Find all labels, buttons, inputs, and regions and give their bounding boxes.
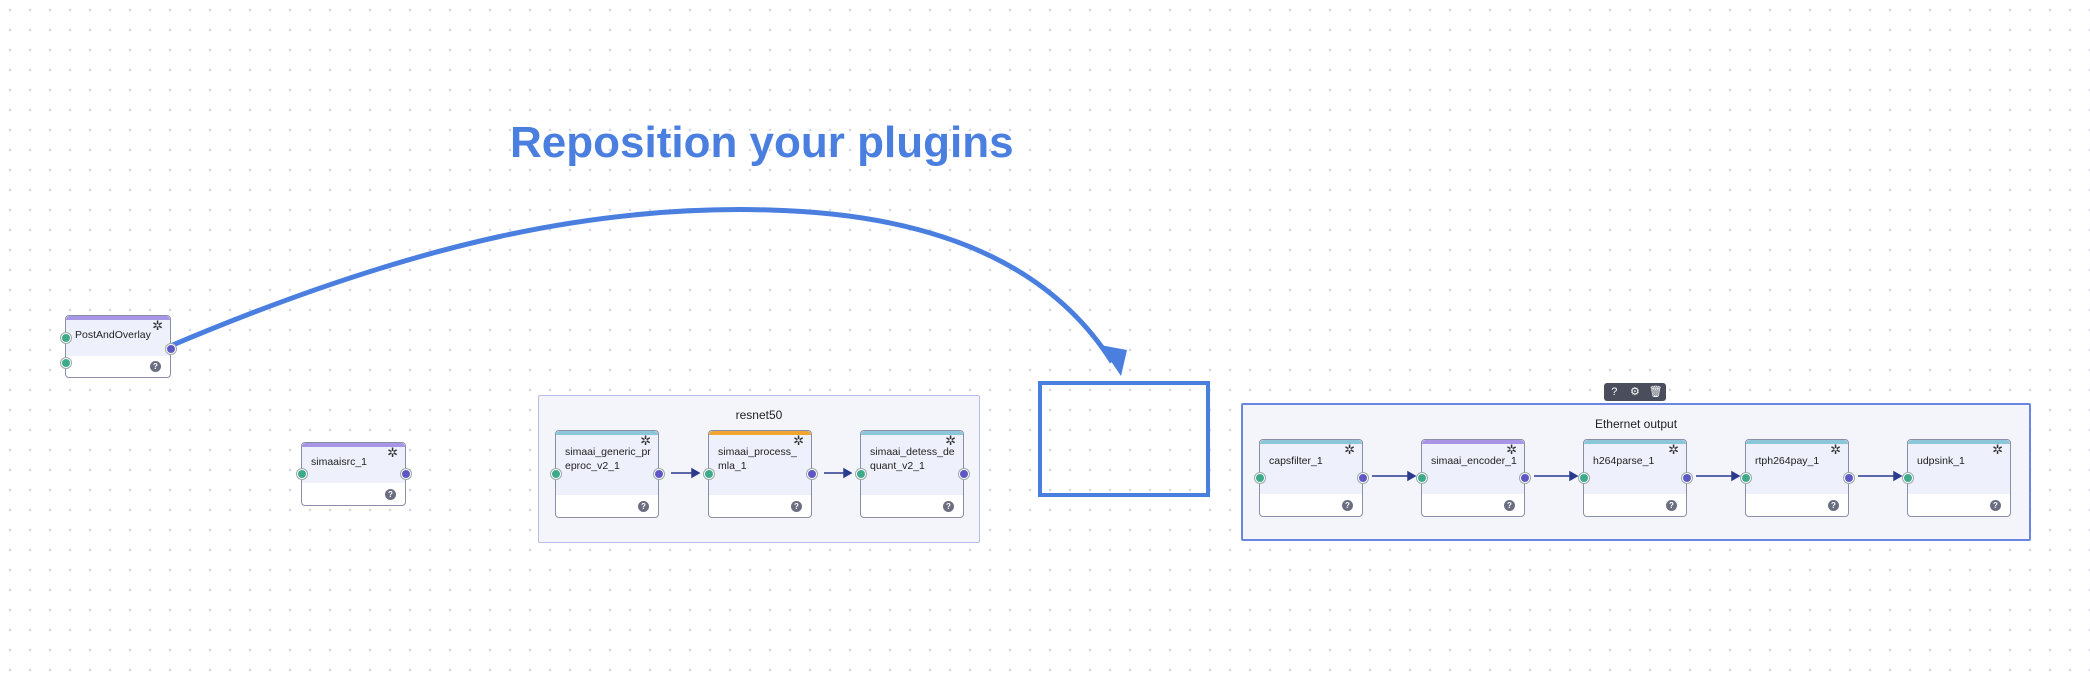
group-title: resnet50: [735, 408, 783, 422]
question-icon[interactable]: ?: [385, 489, 396, 500]
plugin-node-label: simaai_generic_preproc_v2_1: [565, 446, 651, 472]
gear-icon[interactable]: ✲: [793, 433, 804, 448]
delete-icon[interactable]: 🗑: [1648, 386, 1663, 398]
question-icon[interactable]: ?: [1990, 500, 2001, 511]
question-icon[interactable]: ?: [1504, 500, 1515, 511]
input-port[interactable]: [856, 469, 866, 479]
settings-icon[interactable]: ⚙: [1630, 386, 1640, 398]
output-port[interactable]: [807, 469, 817, 479]
gear-icon[interactable]: ✲: [1506, 442, 1517, 457]
annotation-arrow-head: [1100, 345, 1127, 376]
gear-icon[interactable]: ✲: [1992, 442, 2003, 457]
output-port[interactable]: [1520, 473, 1530, 483]
gear-icon[interactable]: ✲: [1830, 442, 1841, 457]
plugin-node-udpsink[interactable]: udpsink_1 ✲ ?: [1903, 439, 2011, 517]
plugin-node-label: udpsink_1: [1917, 455, 1965, 467]
plugin-node-capsfilter[interactable]: capsfilter_1 ✲ ?: [1255, 439, 1368, 517]
plugin-node-label: h264parse_1: [1593, 455, 1655, 467]
group-resnet50[interactable]: resnet50 simaai_generic_preproc_v2_1 ✲ ?…: [538, 395, 980, 543]
question-icon[interactable]: ?: [1666, 500, 1677, 511]
plugin-node-h264parse[interactable]: h264parse_1 ✲ ?: [1579, 439, 1692, 517]
group-title: Ethernet output: [1594, 417, 1678, 431]
plugin-node-process-mla[interactable]: simaai_process_mla_1 ✲ ?: [704, 430, 817, 518]
question-icon[interactable]: ?: [1342, 500, 1353, 511]
plugin-node-label: PostAndOverlay: [75, 329, 151, 341]
input-port[interactable]: [551, 469, 561, 479]
input-port[interactable]: [1255, 473, 1265, 483]
plugin-node-label: simaai_detess_dequant_v2_1: [870, 446, 955, 472]
plugin-node-label: simaai_process_mla_1: [718, 446, 797, 472]
plugin-node-detess-dequant[interactable]: simaai_detess_dequant_v2_1 ✲ ?: [856, 430, 969, 518]
question-icon[interactable]: ?: [791, 501, 802, 512]
output-port[interactable]: [1358, 473, 1368, 483]
drop-target-box: [1038, 381, 1210, 497]
input-port[interactable]: [704, 469, 714, 479]
plugin-node-simaaisrc[interactable]: simaaisrc_1 ✲ ?: [297, 442, 411, 506]
plugin-node-encoder[interactable]: simaai_encoder_1 ✲ ?: [1417, 439, 1530, 517]
output-port[interactable]: [959, 469, 969, 479]
plugin-node-label: capsfilter_1: [1269, 455, 1323, 467]
gear-icon[interactable]: ✲: [640, 433, 651, 448]
question-icon[interactable]: ?: [943, 501, 954, 512]
output-port[interactable]: [401, 469, 411, 479]
input-port[interactable]: [61, 333, 71, 343]
gear-icon[interactable]: ✲: [387, 445, 398, 460]
plugin-node-rtph264pay[interactable]: rtph264pay_1 ✲ ?: [1741, 439, 1854, 517]
help-icon[interactable]: ?: [1611, 386, 1618, 398]
plugin-node-label: rtph264pay_1: [1755, 455, 1820, 467]
annotation-title: Reposition your plugins: [510, 118, 1014, 167]
plugin-node-preproc[interactable]: simaai_generic_preproc_v2_1 ✲ ?: [551, 430, 664, 518]
annotation-arrow-path: [167, 207, 1115, 364]
group-ethernet-output[interactable]: Ethernet output capsfilter_1 ✲ ? simaai_…: [1241, 403, 2031, 541]
input-port[interactable]: [1741, 473, 1751, 483]
question-icon[interactable]: ?: [150, 361, 161, 372]
plugin-node-postandoverlay[interactable]: PostAndOverlay ✲ ?: [61, 315, 176, 378]
plugin-node-label: simaai_encoder_1: [1431, 455, 1517, 467]
output-port[interactable]: [1844, 473, 1854, 483]
output-port[interactable]: [166, 344, 176, 354]
input-port[interactable]: [297, 469, 307, 479]
question-icon[interactable]: ?: [638, 501, 649, 512]
input-port[interactable]: [1417, 473, 1427, 483]
gear-icon[interactable]: ✲: [1344, 442, 1355, 457]
gear-icon[interactable]: ✲: [1668, 442, 1679, 457]
question-icon[interactable]: ?: [1828, 500, 1839, 511]
input-port[interactable]: [1903, 473, 1913, 483]
input-port[interactable]: [61, 358, 71, 368]
gear-icon[interactable]: ✲: [945, 433, 956, 448]
output-port[interactable]: [654, 469, 664, 479]
input-port[interactable]: [1579, 473, 1589, 483]
group-toolbar: ? ⚙ 🗑: [1604, 383, 1666, 401]
gear-icon[interactable]: ✲: [152, 318, 163, 333]
output-port[interactable]: [1682, 473, 1692, 483]
plugin-node-label: simaaisrc_1: [311, 456, 368, 468]
